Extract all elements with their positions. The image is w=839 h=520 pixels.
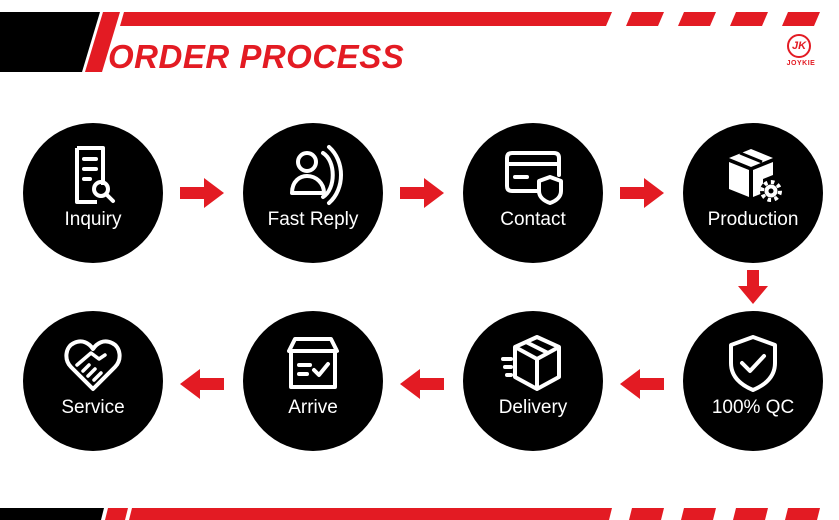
top-banner bbox=[0, 12, 820, 72]
arrow-down-icon bbox=[738, 270, 768, 304]
step-label: Delivery bbox=[498, 397, 568, 418]
heart-handshake-icon bbox=[64, 339, 122, 391]
brand-logo: JK JOYKIE bbox=[776, 34, 826, 74]
step-fast-reply: Fast Reply bbox=[243, 123, 383, 263]
step-label: Contact bbox=[500, 209, 566, 230]
arrow-left-icon bbox=[620, 369, 664, 399]
arrow-right-icon bbox=[400, 178, 444, 208]
step-delivery: Delivery bbox=[463, 311, 603, 451]
step-qc: 100% QC bbox=[683, 311, 823, 451]
step-inquiry: Inquiry bbox=[23, 123, 163, 263]
step-label: Inquiry bbox=[64, 209, 122, 230]
step-label: Production bbox=[707, 209, 799, 230]
delivery-box-icon bbox=[501, 335, 561, 391]
step-label: Fast Reply bbox=[267, 209, 359, 230]
chat-user-icon bbox=[290, 145, 343, 205]
arrow-right-icon bbox=[620, 178, 664, 208]
card-shield-icon bbox=[505, 151, 563, 205]
step-arrive: Arrive bbox=[243, 311, 383, 451]
step-production: Production bbox=[683, 123, 823, 263]
arrow-right-icon bbox=[180, 178, 224, 208]
page-title: ORDER PROCESS bbox=[108, 38, 405, 75]
brand-name: JOYKIE bbox=[786, 60, 816, 67]
step-label: 100% QC bbox=[711, 397, 795, 418]
step-service: Service bbox=[23, 311, 163, 451]
document-search-icon bbox=[75, 146, 115, 204]
step-contact: Contact bbox=[463, 123, 603, 263]
step-label: Arrive bbox=[288, 397, 338, 418]
step-label: Service bbox=[61, 397, 125, 418]
boxes-gear-icon bbox=[729, 149, 782, 202]
shield-check-icon bbox=[729, 335, 777, 392]
arrow-left-icon bbox=[400, 369, 444, 399]
arrow-left-icon bbox=[180, 369, 224, 399]
bottom-banner bbox=[0, 508, 820, 520]
box-check-icon bbox=[287, 337, 339, 389]
brand-monogram: JK bbox=[787, 34, 811, 58]
